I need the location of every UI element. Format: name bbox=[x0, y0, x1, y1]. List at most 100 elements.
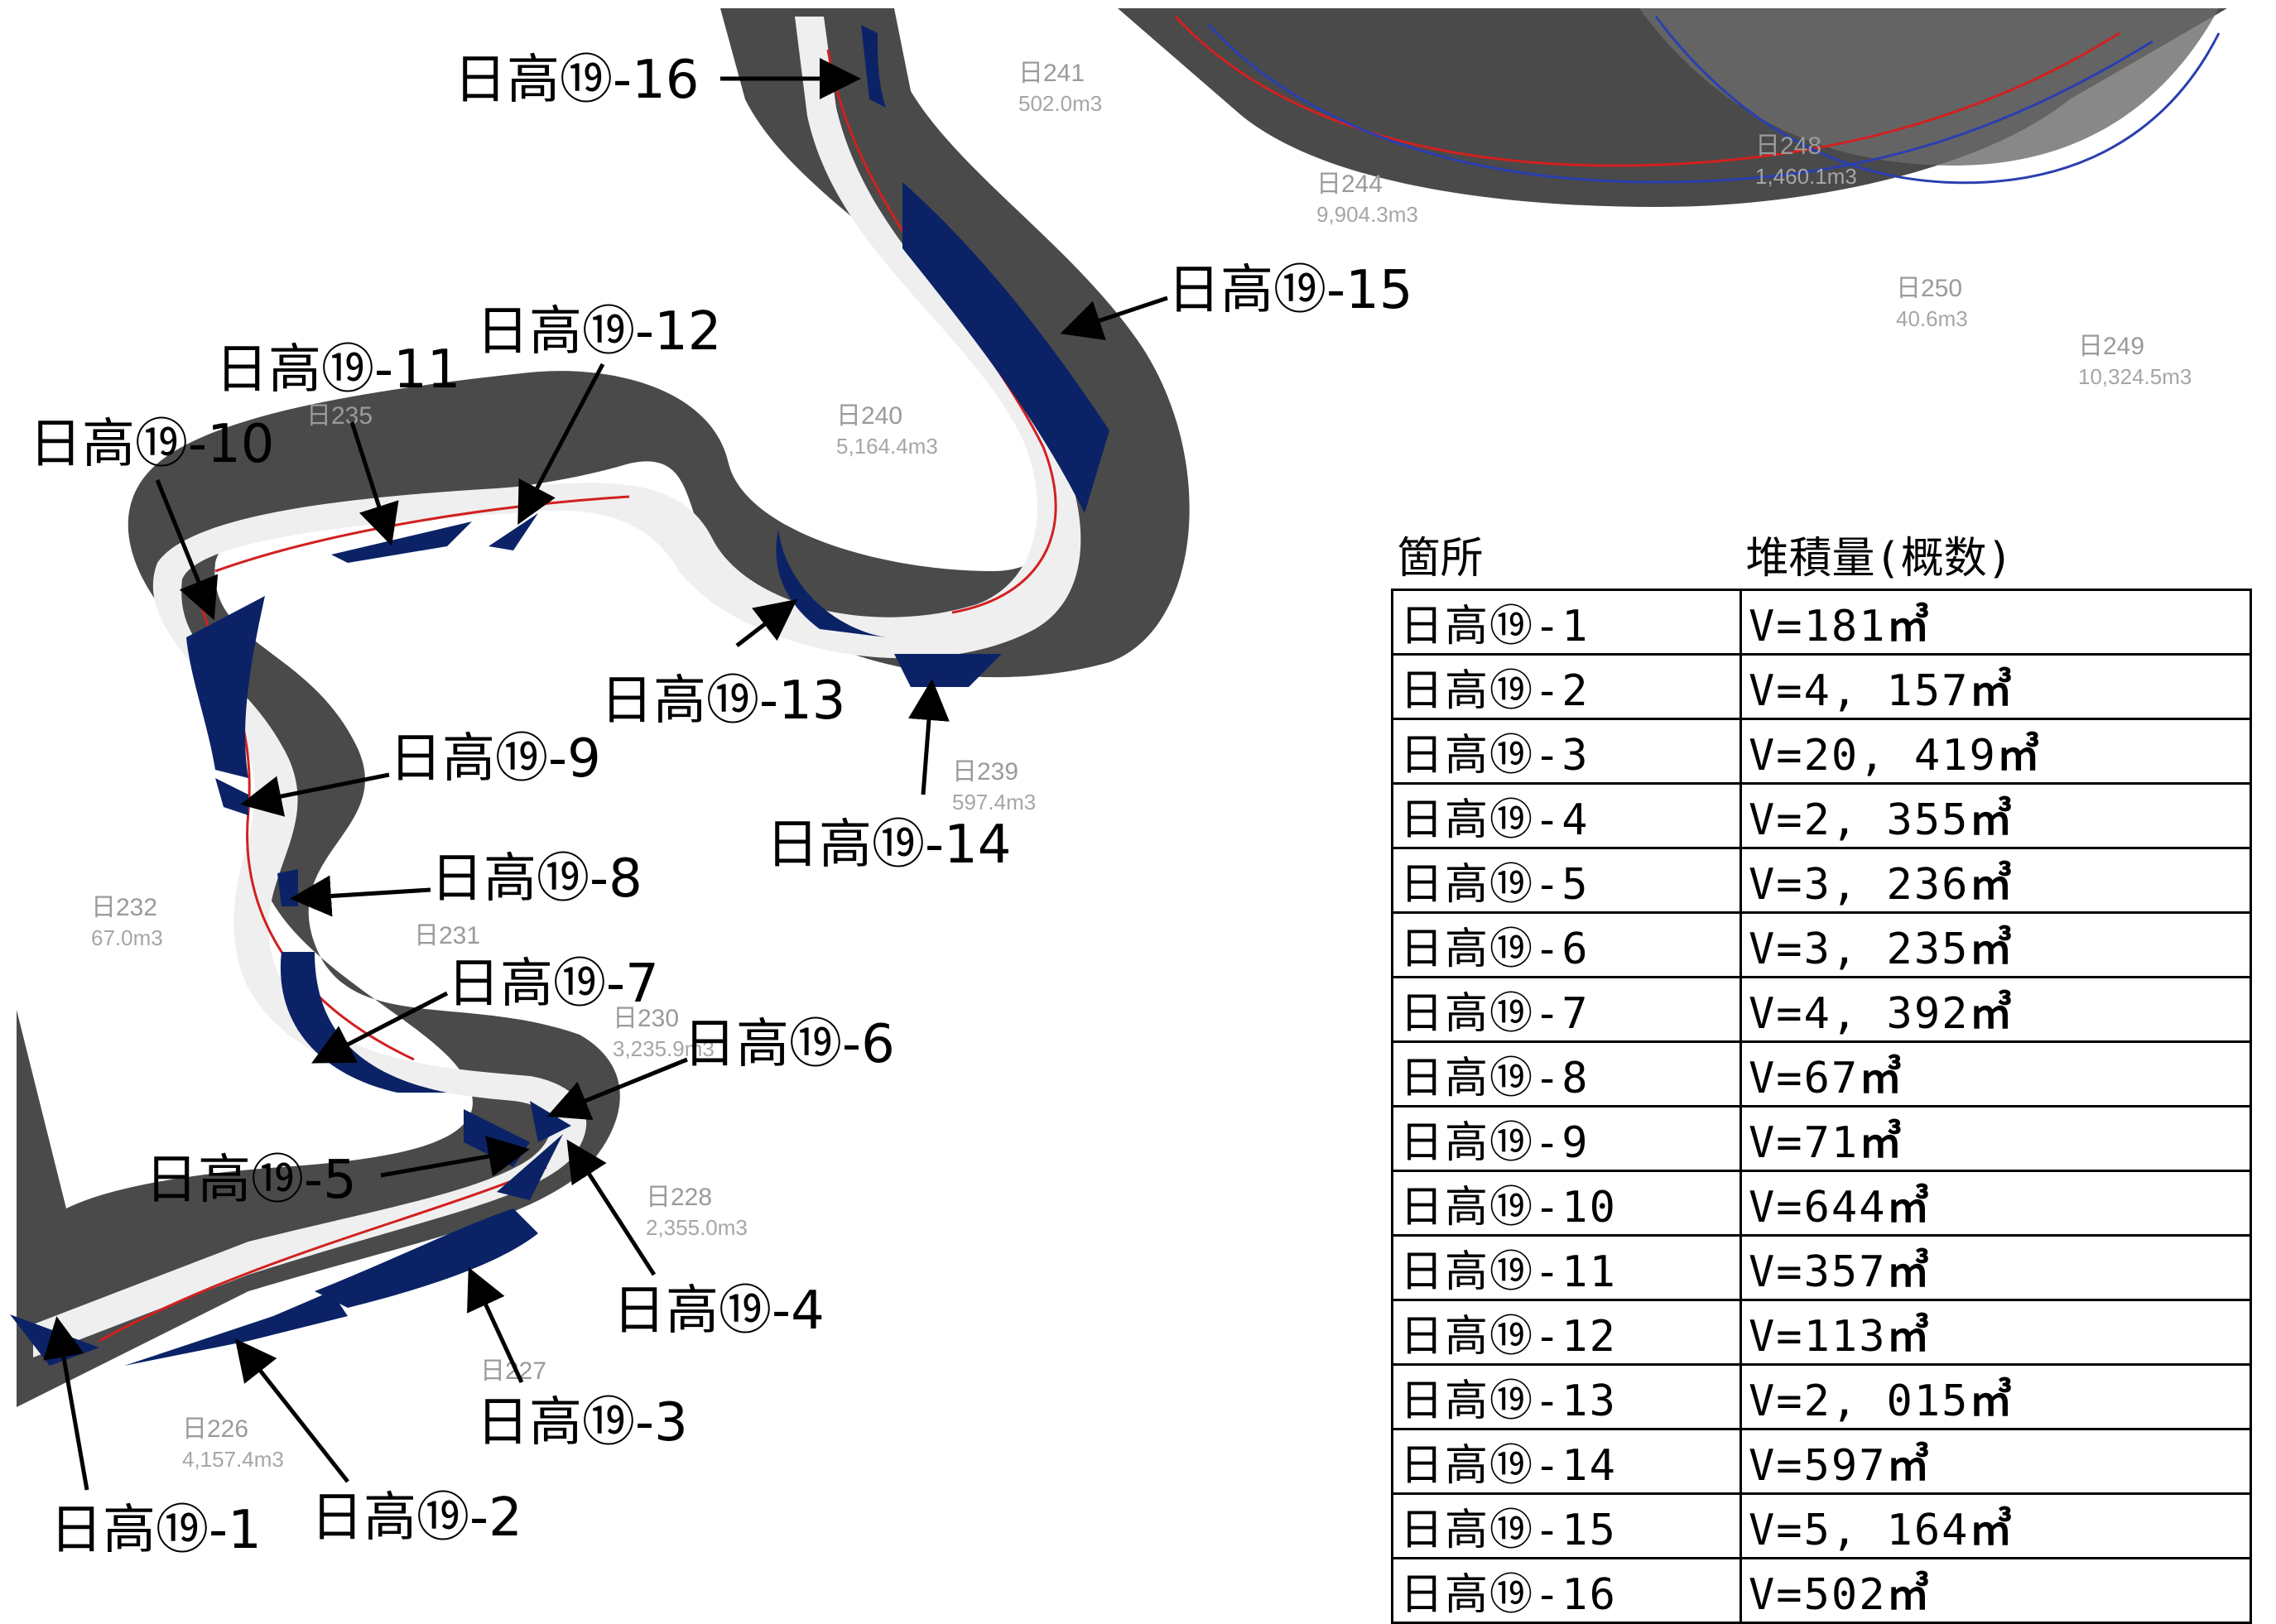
volume-value: V=2, 015 bbox=[1749, 1377, 1970, 1426]
volume-unit: ㎥ bbox=[1969, 1506, 2014, 1555]
table-cell-site: 日高⑲-12 bbox=[1391, 1299, 1742, 1366]
volume-value: V=644 bbox=[1749, 1183, 1887, 1232]
callout-label-15: 日高⑲-15 bbox=[1167, 260, 1413, 321]
table-cell-volume: V=502㎥ bbox=[1739, 1557, 2252, 1624]
table-cell-site: 日高⑲-16 bbox=[1391, 1557, 1742, 1624]
table-cell-volume: V=644㎥ bbox=[1739, 1170, 2252, 1237]
callout-label-8: 日高⑲-8 bbox=[431, 848, 642, 910]
table-cell-site: 日高⑲-8 bbox=[1391, 1040, 1742, 1107]
table-cell-volume: V=5, 164㎥ bbox=[1739, 1492, 2252, 1559]
volume-value: V=4, 157 bbox=[1749, 666, 1970, 716]
volume-unit: ㎥ bbox=[1969, 860, 2014, 910]
table-cell-site: 日高⑲-3 bbox=[1391, 718, 1742, 785]
arrow-7 bbox=[311, 991, 449, 1064]
volume-unit: ㎥ bbox=[1969, 989, 2014, 1039]
arrow-10 bbox=[155, 479, 219, 621]
table-cell-volume: V=357㎥ bbox=[1739, 1234, 2252, 1301]
deposit-14 bbox=[894, 654, 1002, 687]
table-cell-site: 日高⑲-5 bbox=[1391, 847, 1742, 914]
map-label-248-volume: 1,460.1m3 bbox=[1755, 164, 1857, 189]
deposit-6 bbox=[530, 1101, 571, 1142]
table-cell-site: 日高⑲-13 bbox=[1391, 1363, 1742, 1430]
volume-unit: ㎥ bbox=[1886, 1570, 1932, 1620]
volume-unit: ㎥ bbox=[1859, 1118, 1904, 1168]
volume-value: V=357 bbox=[1749, 1247, 1887, 1297]
map-label-250-code: 日250 bbox=[1896, 275, 1962, 302]
volume-unit: ㎥ bbox=[1886, 602, 1932, 651]
map-label-230-volume: 3,235.9m3 bbox=[613, 1036, 715, 1061]
map-label-241-code: 日241 bbox=[1018, 60, 1085, 87]
table-cell-volume: V=67㎥ bbox=[1739, 1040, 2252, 1107]
volume-value: V=4, 392 bbox=[1749, 989, 1970, 1039]
map-label-239-volume: 597.4m3 bbox=[952, 790, 1036, 814]
deposit-16 bbox=[861, 25, 886, 108]
survey-lines bbox=[99, 15, 2221, 1343]
deposit-2 bbox=[124, 1291, 348, 1366]
callout-label-11: 日高⑲-11 bbox=[215, 339, 461, 401]
map-label-244-volume: 9,904.3m3 bbox=[1316, 202, 1418, 227]
map-label-240-code: 日240 bbox=[836, 402, 902, 430]
map-label-226-volume: 4,157.4m3 bbox=[182, 1447, 284, 1472]
volume-value: V=2, 355 bbox=[1749, 795, 1970, 845]
volume-unit: ㎥ bbox=[1886, 1247, 1932, 1297]
callout-label-12: 日高⑲-12 bbox=[476, 301, 722, 363]
volume-unit: ㎥ bbox=[1969, 925, 2014, 974]
table-header-volume: 堆積量(概数) bbox=[1740, 523, 2251, 591]
callout-label-5: 日高⑲-5 bbox=[145, 1150, 357, 1211]
map-label-250-volume: 40.6m3 bbox=[1896, 306, 1968, 331]
map-label-232-code: 日232 bbox=[91, 894, 157, 921]
map-label-228-volume: 2,355.0m3 bbox=[646, 1215, 748, 1240]
table-cell-site: 日高⑲-2 bbox=[1391, 653, 1742, 720]
volume-value: V=71 bbox=[1749, 1118, 1860, 1168]
callout-label-2: 日高⑲-2 bbox=[310, 1487, 522, 1549]
callout-label-16: 日高⑲-16 bbox=[454, 50, 700, 111]
arrow-1 bbox=[43, 1316, 89, 1491]
deposit-4 bbox=[497, 1134, 563, 1200]
volume-value: V=3, 235 bbox=[1749, 925, 1970, 974]
volume-unit: ㎥ bbox=[1969, 666, 2014, 716]
volume-unit: ㎥ bbox=[1969, 1377, 2014, 1426]
volume-unit: ㎥ bbox=[1859, 1054, 1904, 1103]
arrow-9 bbox=[240, 772, 390, 817]
river-map: 日241 502.0m3 日244 9,904.3m3 日248 1,460.1… bbox=[10, 8, 2227, 1561]
callout-label-7: 日高⑲-7 bbox=[447, 954, 659, 1015]
volume-unit: ㎥ bbox=[1886, 1183, 1932, 1232]
table-cell-volume: V=597㎥ bbox=[1739, 1428, 2252, 1495]
volume-value: V=67 bbox=[1749, 1054, 1860, 1103]
table-cell-site: 日高⑲-9 bbox=[1391, 1105, 1742, 1172]
deposit-12 bbox=[488, 513, 538, 550]
arrow-3 bbox=[467, 1266, 524, 1384]
volume-unit: ㎥ bbox=[1886, 1312, 1932, 1362]
volume-value: V=181 bbox=[1749, 602, 1887, 651]
map-label-239-code: 日239 bbox=[952, 758, 1018, 786]
table-cell-volume: V=181㎥ bbox=[1739, 589, 2252, 656]
table-cell-site: 日高⑲-10 bbox=[1391, 1170, 1742, 1237]
arrow-14 bbox=[908, 679, 950, 795]
arrow-2 bbox=[234, 1338, 349, 1483]
table-cell-site: 日高⑲-7 bbox=[1391, 976, 1742, 1043]
deposit-3 bbox=[315, 1208, 538, 1308]
callout-label-10: 日高⑲-10 bbox=[29, 414, 275, 475]
callout-label-4: 日高⑲-4 bbox=[613, 1280, 825, 1342]
callout-arrows bbox=[43, 58, 1168, 1491]
table-cell-site: 日高⑲-6 bbox=[1391, 911, 1742, 978]
map-label-232-volume: 67.0m3 bbox=[91, 925, 163, 950]
table-cell-volume: V=20, 419㎥ bbox=[1739, 718, 2252, 785]
volume-value: V=113 bbox=[1749, 1312, 1887, 1362]
volume-unit: ㎥ bbox=[1886, 1441, 1932, 1491]
map-label-241-volume: 502.0m3 bbox=[1018, 91, 1102, 116]
map-label-228-code: 日228 bbox=[646, 1184, 712, 1211]
table-cell-volume: V=4, 157㎥ bbox=[1739, 653, 2252, 720]
volume-value: V=3, 236 bbox=[1749, 860, 1970, 910]
